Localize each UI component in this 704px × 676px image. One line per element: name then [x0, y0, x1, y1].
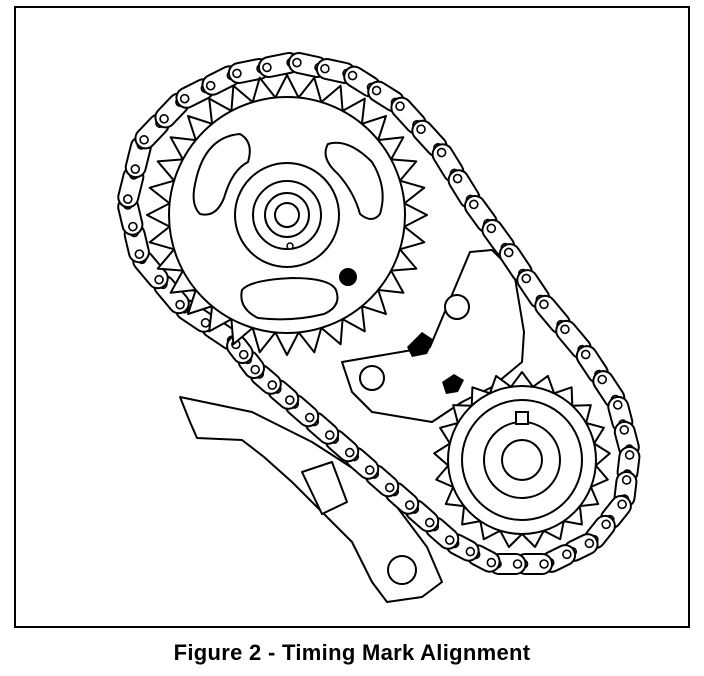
camshaft-slot-bottom [240, 276, 339, 321]
tensioner-pivot-hole [387, 555, 417, 585]
figure-caption: Figure 2 - Timing Mark Alignment [173, 640, 531, 665]
timing-chain-diagram [117, 51, 641, 603]
camshaft-center-bore [274, 202, 300, 228]
camshaft-sprocket [146, 74, 428, 356]
camshaft-timing-mark [339, 268, 357, 286]
crankshaft-timing-mark [442, 374, 464, 394]
figure-frame [14, 6, 690, 628]
camshaft-slot-left [192, 132, 251, 216]
crankshaft-center-bore [501, 439, 543, 481]
camshaft-slot-right [324, 141, 384, 220]
camshaft-dowel-hole [286, 242, 294, 250]
timing-chain [117, 51, 641, 575]
bracket-bolt-hole-lower [359, 365, 385, 391]
bracket-timing-mark [407, 332, 434, 357]
bracket-bolt-hole-upper [444, 294, 470, 320]
chain-tensioner [179, 396, 443, 603]
crankshaft-sprocket [433, 371, 611, 548]
crankshaft-keyway [515, 411, 529, 425]
